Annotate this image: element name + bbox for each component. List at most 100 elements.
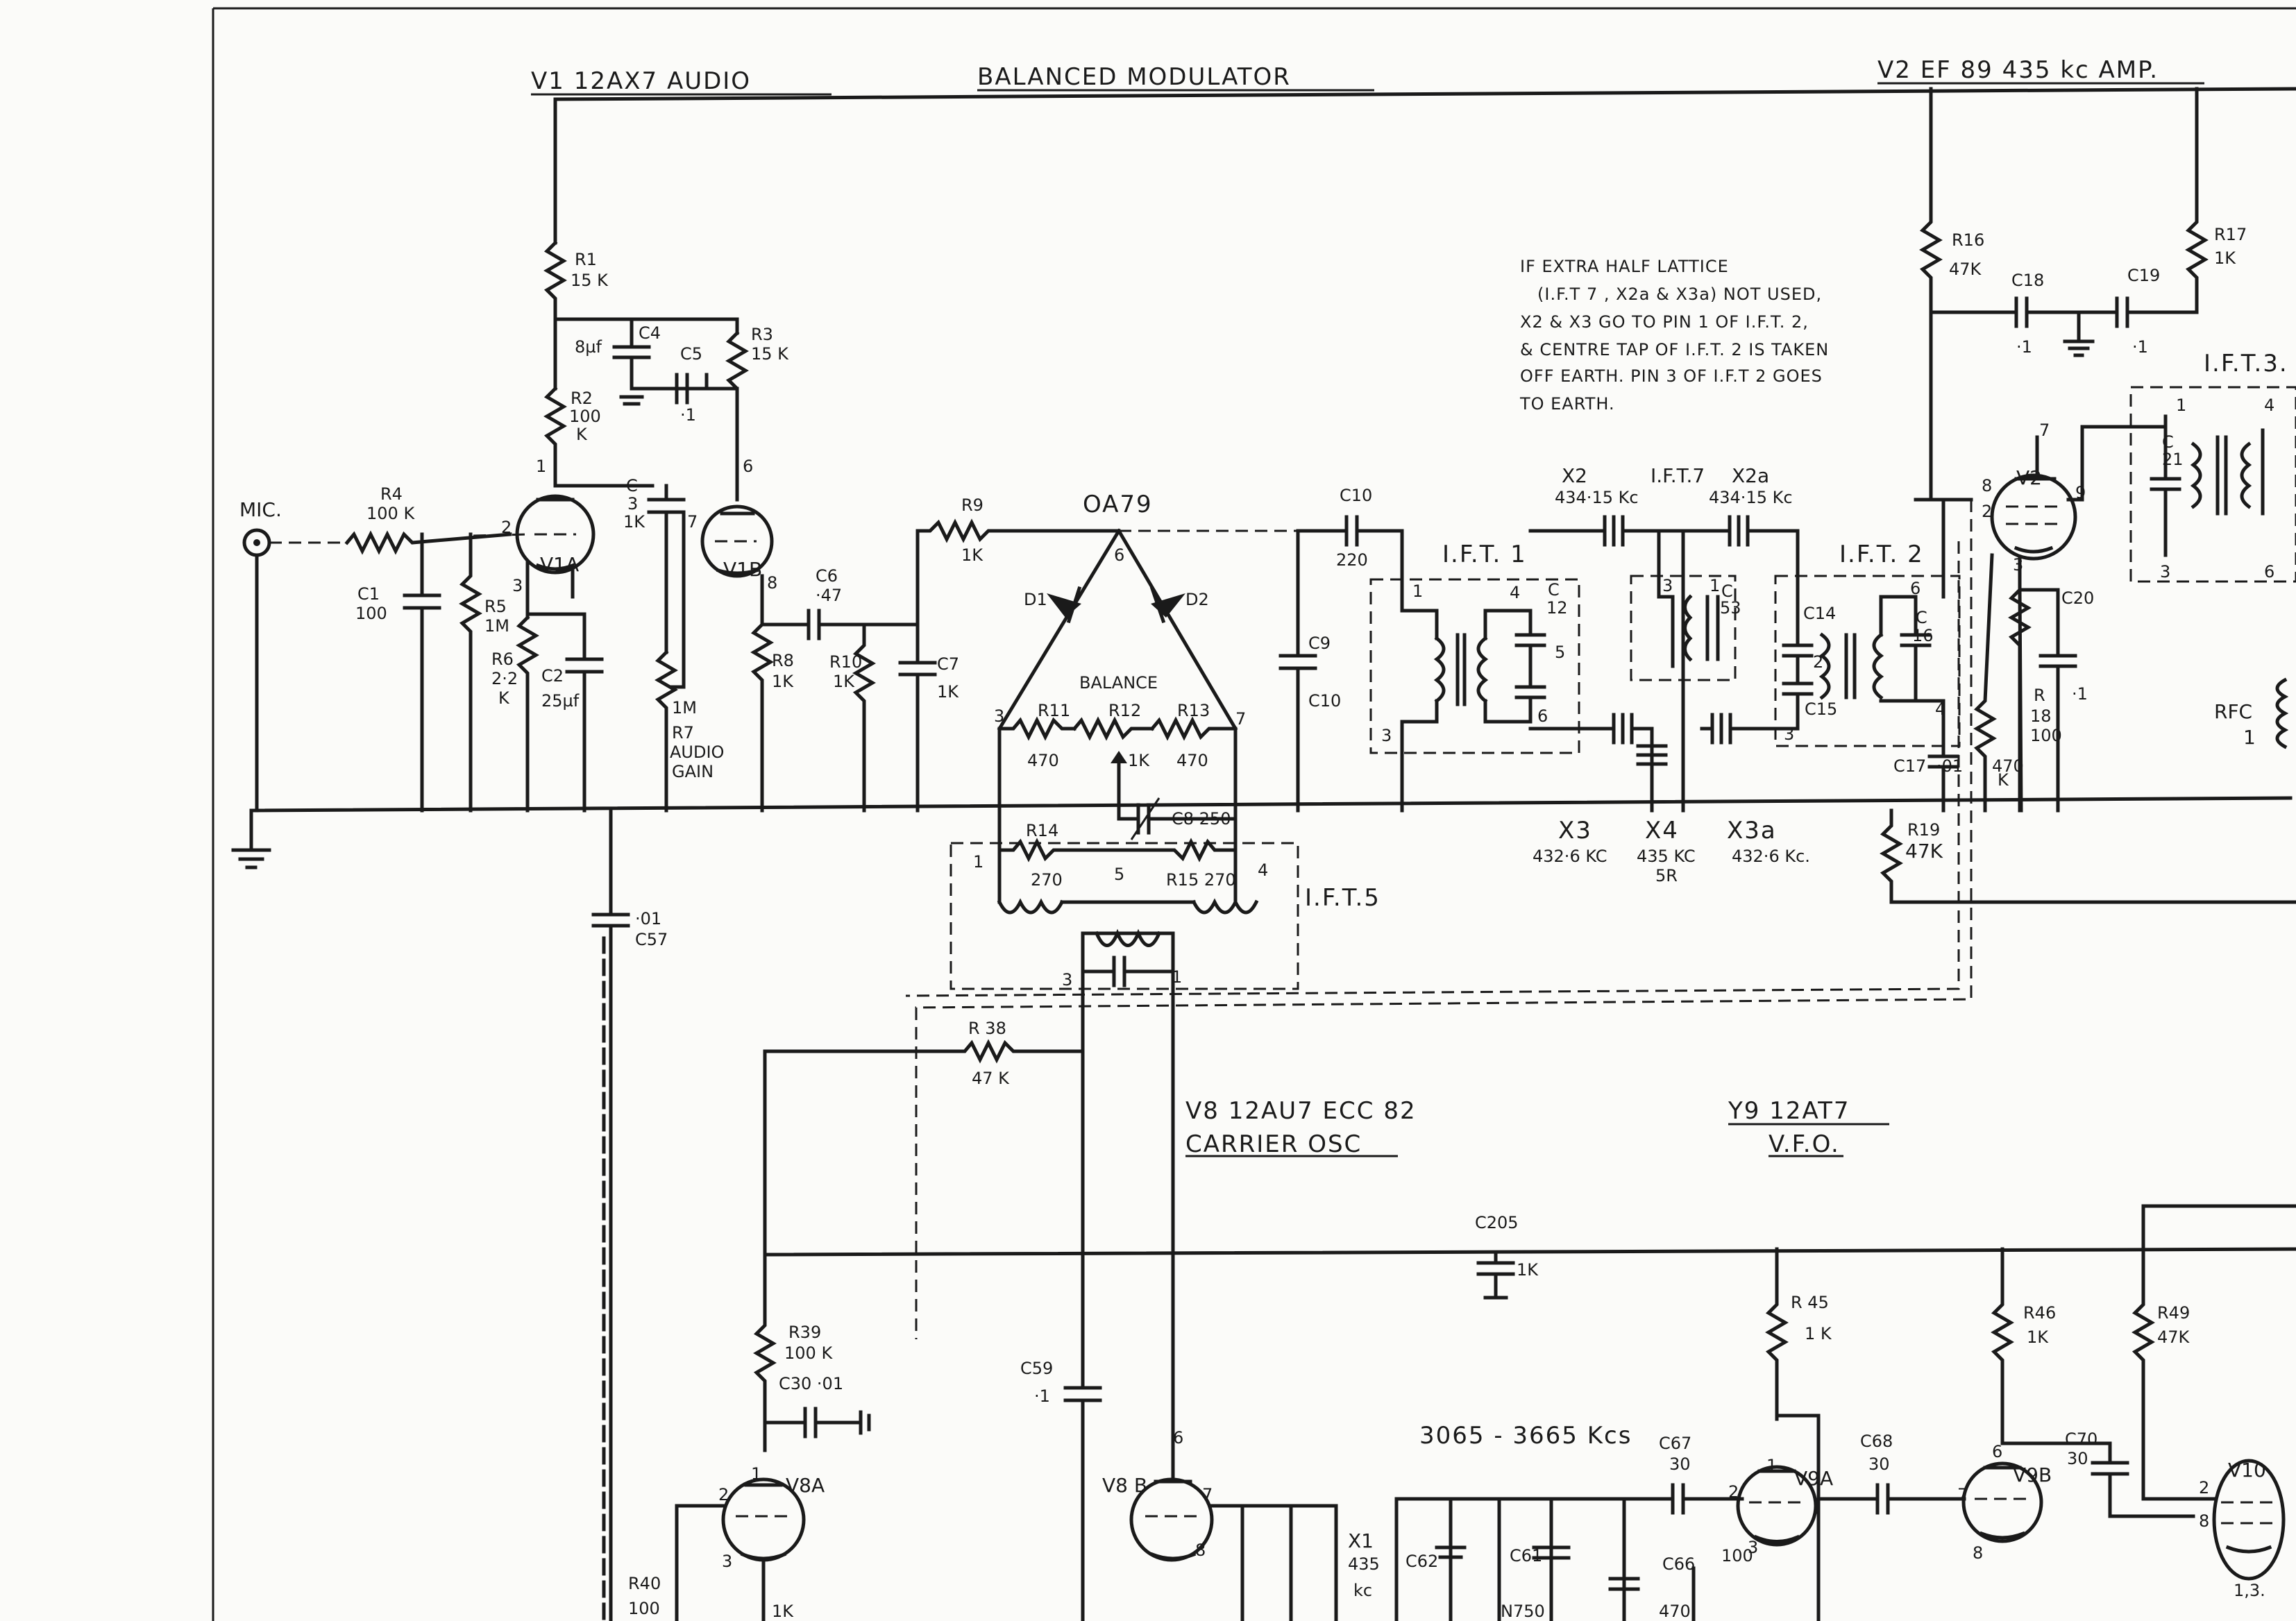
- pin-numbers: 1 2 3 6 7 8 6 3 7 1 5 4 3 1 1 4 5 6 3 3 …: [501, 396, 2274, 1600]
- valve-v10-envelope: [2212, 1459, 2286, 1581]
- c14-label: C14: [1803, 604, 1836, 623]
- c20-value: ·1: [2072, 684, 2088, 704]
- note-line-4: & CENTRE TAP OF I.F.T. 2 IS TAKEN: [1520, 340, 1829, 359]
- r470k-value: 470: [1992, 756, 2024, 776]
- r45-label: R 45: [1791, 1293, 1829, 1312]
- ift1-label: I.F.T. 1: [1442, 541, 1527, 568]
- c68-value: 30: [1868, 1454, 1890, 1474]
- r9-label: R9: [961, 495, 984, 515]
- r17-label: R17: [2214, 225, 2247, 244]
- r10-label: R10: [829, 652, 862, 672]
- heading-v1-audio: V1 12AX7 AUDIO: [531, 67, 751, 95]
- r19-label: R19: [1907, 820, 1940, 840]
- r16-value: 47K: [1949, 260, 1982, 279]
- pin-ift2-6: 6: [1910, 579, 1921, 598]
- r1-value: 15 K: [571, 271, 609, 290]
- valve-label-v1a: V1A: [540, 553, 579, 576]
- x4-note: 5R: [1655, 866, 1678, 885]
- pin-v9b-6: 6: [1992, 1442, 2002, 1461]
- c12-label: C: [1548, 580, 1560, 600]
- c59-value: ·1: [1034, 1386, 1050, 1406]
- pin-ift7-1: 1: [1710, 576, 1720, 595]
- pin-ift2-3: 3: [1784, 724, 1794, 744]
- pin-ift5-1: 1: [973, 852, 984, 872]
- r18-label: R: [2034, 686, 2045, 705]
- pin-v8a-1: 1: [751, 1464, 761, 1484]
- c66-label: C66: [1662, 1554, 1695, 1574]
- ift2-label: I.F.T. 2: [1839, 541, 1924, 568]
- c1-value: 100: [355, 604, 387, 623]
- c15-label: C15: [1805, 699, 1837, 719]
- c10-value: 220: [1336, 550, 1368, 570]
- c6-value: ·47: [816, 586, 842, 605]
- c30-label: C30 ·01: [779, 1374, 843, 1393]
- r6-unit: K: [498, 688, 510, 708]
- pin-ift1-6: 6: [1537, 706, 1548, 726]
- x4-label: X4: [1645, 817, 1679, 845]
- r4-label: R4: [380, 484, 403, 504]
- c21-number: 21: [2162, 450, 2184, 469]
- c67-label: C67: [1659, 1434, 1691, 1453]
- r3-label: R3: [751, 325, 773, 344]
- r470k-unit: K: [1998, 770, 2009, 790]
- pin-v9b-8: 8: [1973, 1543, 1983, 1563]
- pin-bridge-6: 6: [1114, 545, 1124, 565]
- pin-v1a-1: 1: [536, 457, 546, 476]
- r6-label: R6: [491, 650, 514, 669]
- pin-ift1-5: 5: [1555, 643, 1565, 662]
- c67-value: 30: [1669, 1454, 1691, 1474]
- r7-audio: AUDIO: [670, 742, 724, 762]
- c5-value: ·1: [680, 405, 696, 425]
- pin-ift3-4: 4: [2264, 396, 2274, 415]
- r49-label: R49: [2157, 1303, 2190, 1323]
- pin-v10-1-3: 1,3.: [2234, 1581, 2265, 1600]
- x1-label: X1: [1348, 1529, 1374, 1552]
- pin-v1b-6: 6: [743, 457, 753, 476]
- c20-label: C20: [2061, 588, 2094, 608]
- c205-label: C205: [1475, 1213, 1519, 1232]
- headings: V1 12AX7 AUDIO BALANCED MODULATOR V2 EF …: [531, 56, 2204, 1158]
- c57-value: ·01: [635, 909, 661, 928]
- r14-label: R14: [1026, 821, 1058, 840]
- r10-value: 1K: [833, 672, 855, 691]
- c7-label: C7: [937, 654, 959, 674]
- r16-label: R16: [1952, 230, 1984, 250]
- v2-if-amplifier: [905, 87, 2296, 1339]
- r15-label: R15 270: [1166, 870, 1236, 890]
- r40-label: R40: [628, 1574, 661, 1593]
- power-rails: [249, 87, 2296, 1257]
- c3-label: C: [626, 476, 638, 495]
- pin-ift1-4: 4: [1510, 583, 1520, 602]
- pin-ift1-1: 1: [1412, 582, 1423, 601]
- carrier-oscillator: [675, 969, 1338, 1621]
- c3-number: 3: [627, 494, 638, 514]
- valve-v1a-envelope: [515, 494, 596, 575]
- r49-value: 47K: [2157, 1327, 2191, 1347]
- c6-label: C6: [816, 566, 838, 586]
- heading-v9: Y9 12AT7: [1728, 1097, 1850, 1125]
- c3-value: 1K: [623, 512, 645, 532]
- component-labels: X2 434·15 Kc X2a 434·15 Kc X3 432·6 KC X…: [1024, 350, 2287, 1600]
- c4-value: 8µf: [575, 337, 602, 357]
- c57-label: C57: [635, 930, 668, 949]
- pin-ift3-1: 1: [2176, 396, 2186, 415]
- r39-value: 100 K: [784, 1343, 833, 1363]
- r2-unit: K: [576, 425, 588, 444]
- pin-bridge-7: 7: [1235, 709, 1246, 729]
- valve-label-v9a: V9A: [1794, 1467, 1833, 1490]
- r19-value: 47K: [1905, 840, 1943, 863]
- c62-label: C62: [1406, 1552, 1438, 1571]
- r46-label: R46: [2023, 1303, 2056, 1323]
- rfc-number: 1: [2243, 726, 2256, 749]
- pin-ift5-5: 5: [1114, 865, 1124, 884]
- heading-v8: V8 12AU7 ECC 82: [1185, 1097, 1417, 1125]
- r7-label: R7: [672, 723, 694, 742]
- c4-label: C4: [639, 323, 661, 343]
- valve-label-v1b: V1B: [723, 558, 762, 581]
- c70-label: C70: [2065, 1429, 2097, 1449]
- pin-v10-2: 2: [2199, 1478, 2209, 1497]
- x1-unit: kc: [1353, 1581, 1372, 1600]
- mic-input: MIC.: [231, 498, 528, 869]
- audio-stage: [403, 97, 937, 813]
